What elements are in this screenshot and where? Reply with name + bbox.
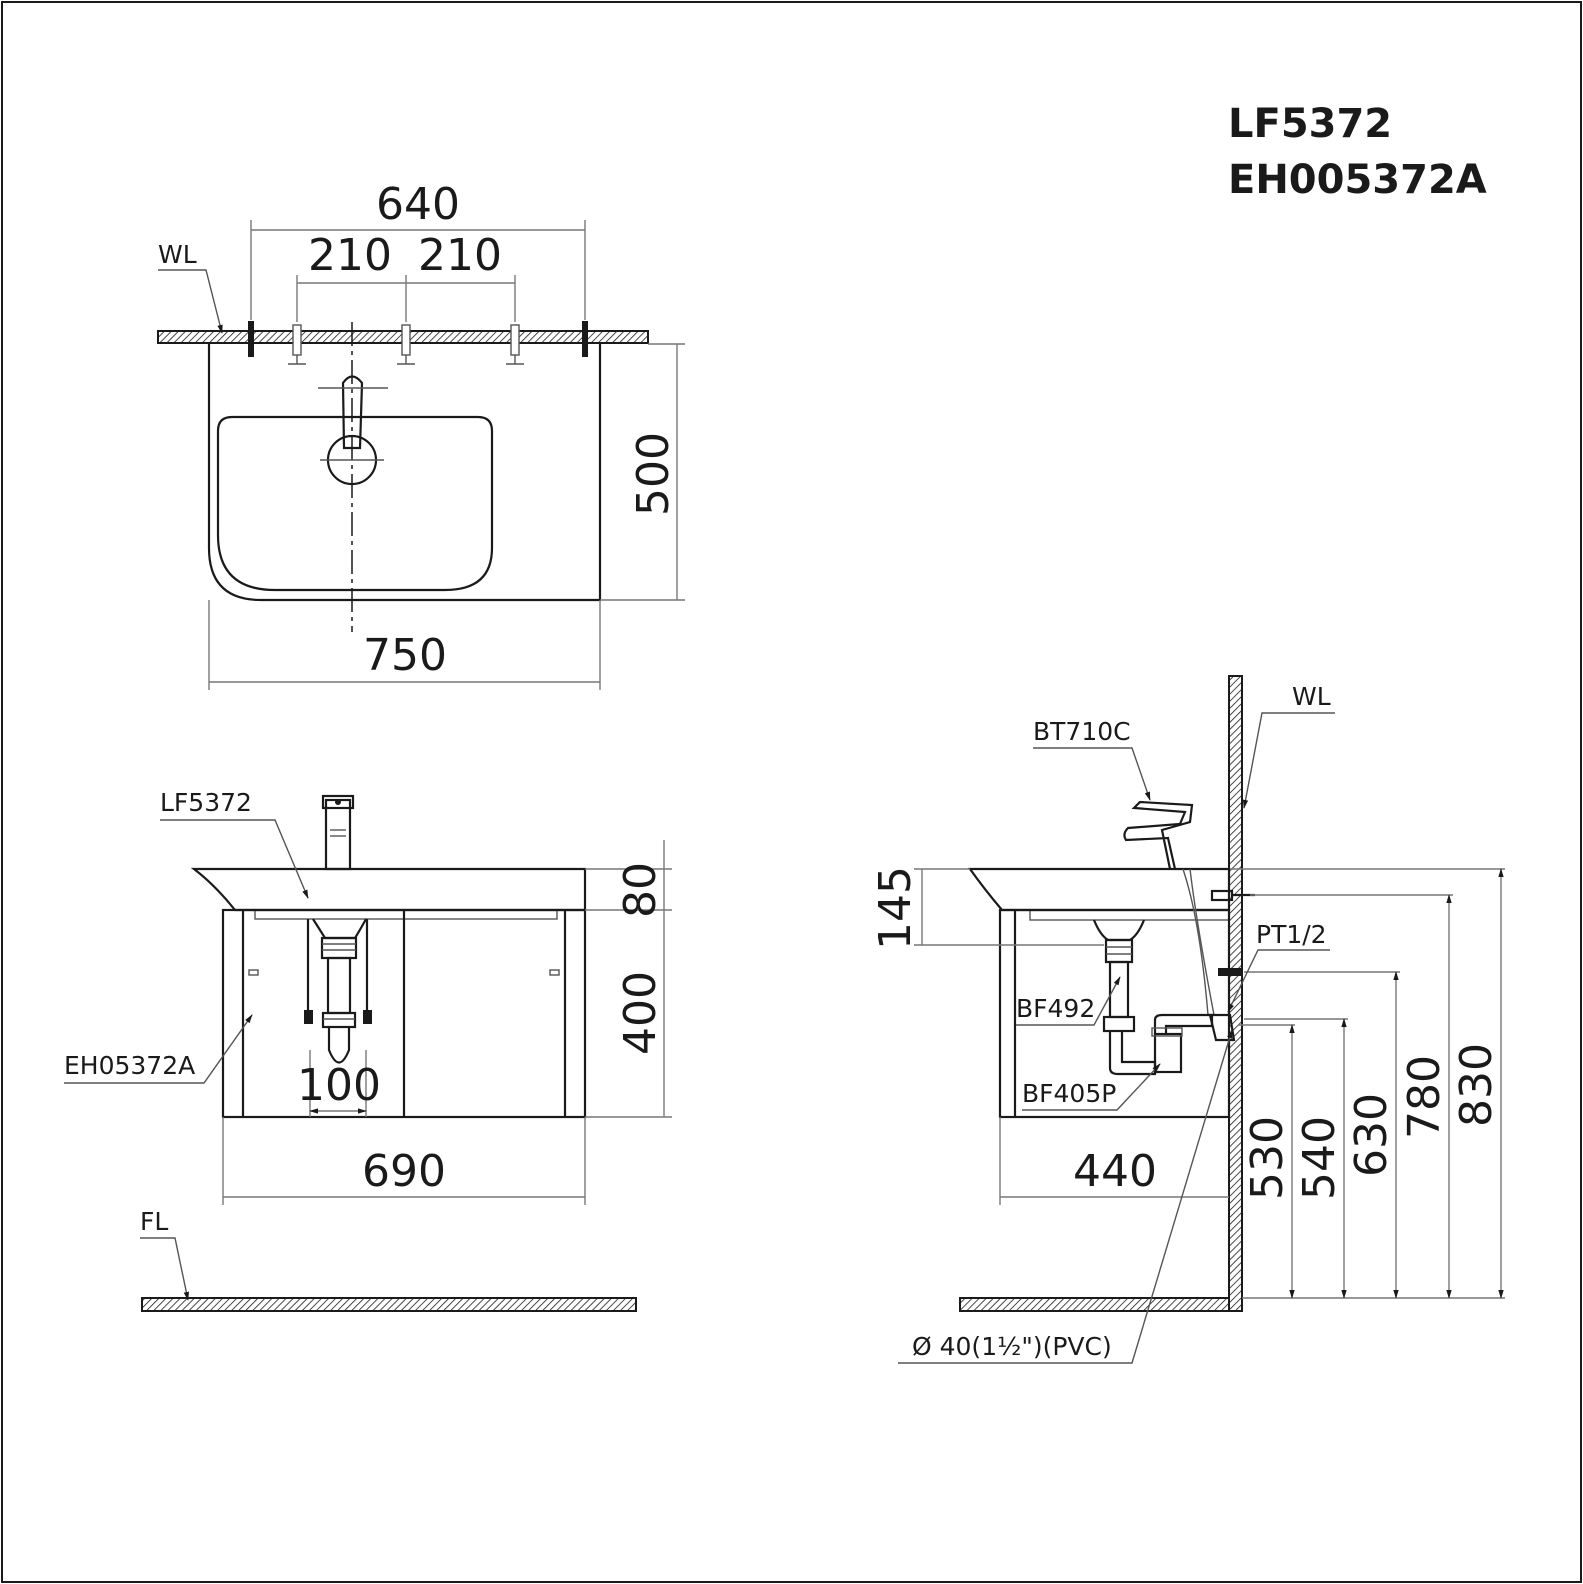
- top-view: 640 210 210 500 750 WL: [157, 179, 685, 690]
- side-cabinet: [998, 908, 1231, 1119]
- top-bracket-2: [397, 324, 415, 365]
- side-drain-trap: [1092, 919, 1214, 1076]
- top-bracket-1: [288, 324, 306, 365]
- side-angle-valve: [1208, 968, 1242, 1042]
- cabinet-model-title: EH005372A: [1228, 157, 1487, 203]
- side-wall-hatch: [1228, 675, 1243, 1312]
- dim-530: 530: [1242, 1116, 1293, 1200]
- side-drain-label: BF492: [1016, 994, 1095, 1023]
- dim-210-left: 210: [308, 230, 392, 281]
- dim-440: 440: [1073, 1146, 1157, 1197]
- side-pipe-label: Ø 40(1½")(PVC): [912, 1332, 1112, 1361]
- side-faucet: [1123, 800, 1215, 1016]
- dim-100: 100: [297, 1060, 381, 1111]
- front-drain-assembly: [304, 918, 372, 1064]
- top-bracket-3: [506, 324, 524, 365]
- side-faucet-label: BT710C: [1033, 717, 1131, 746]
- top-counter-outline: [207, 343, 602, 602]
- model-title: LF5372: [1228, 101, 1392, 147]
- side-view: 145 440 530 540 630 780 830 WL BT710: [870, 675, 1505, 1364]
- front-fl-label: FL: [140, 1207, 168, 1236]
- top-faucet: [341, 375, 364, 450]
- dim-400: 400: [615, 971, 666, 1055]
- side-trap-label: BF405P: [1022, 1079, 1116, 1108]
- top-wl-label: WL: [158, 240, 197, 269]
- side-floor-hatch: [959, 1297, 1230, 1312]
- top-bolt-right: [582, 321, 588, 357]
- side-wl-label: WL: [1292, 682, 1331, 711]
- front-basin-underside: [254, 909, 558, 920]
- dim-145: 145: [870, 866, 921, 950]
- top-bolt-left: [248, 321, 254, 357]
- side-valve-label: PT1/2: [1256, 920, 1327, 949]
- dim-750: 750: [363, 630, 447, 681]
- dim-500: 500: [628, 432, 679, 516]
- dim-640: 640: [376, 179, 460, 230]
- dim-690: 690: [362, 1146, 446, 1197]
- dim-630: 630: [1346, 1093, 1397, 1177]
- front-faucet: [321, 794, 355, 871]
- floor-line-hatch: [141, 1297, 637, 1312]
- front-cabinet-label: EH05372A: [64, 1051, 195, 1080]
- top-basin-bowl: [216, 415, 494, 592]
- dim-210-right: 210: [418, 230, 502, 281]
- dim-540: 540: [1294, 1116, 1345, 1200]
- front-view: 100 80 400 690 LF5372 EH05372A FL: [64, 788, 672, 1312]
- front-basin-label: LF5372: [160, 788, 252, 817]
- front-basin: [190, 867, 587, 912]
- dim-80: 80: [615, 862, 666, 918]
- height-dims: 530 540 630 780 830: [1230, 868, 1505, 1299]
- dim-830: 830: [1451, 1043, 1502, 1127]
- dim-780: 780: [1399, 1055, 1450, 1139]
